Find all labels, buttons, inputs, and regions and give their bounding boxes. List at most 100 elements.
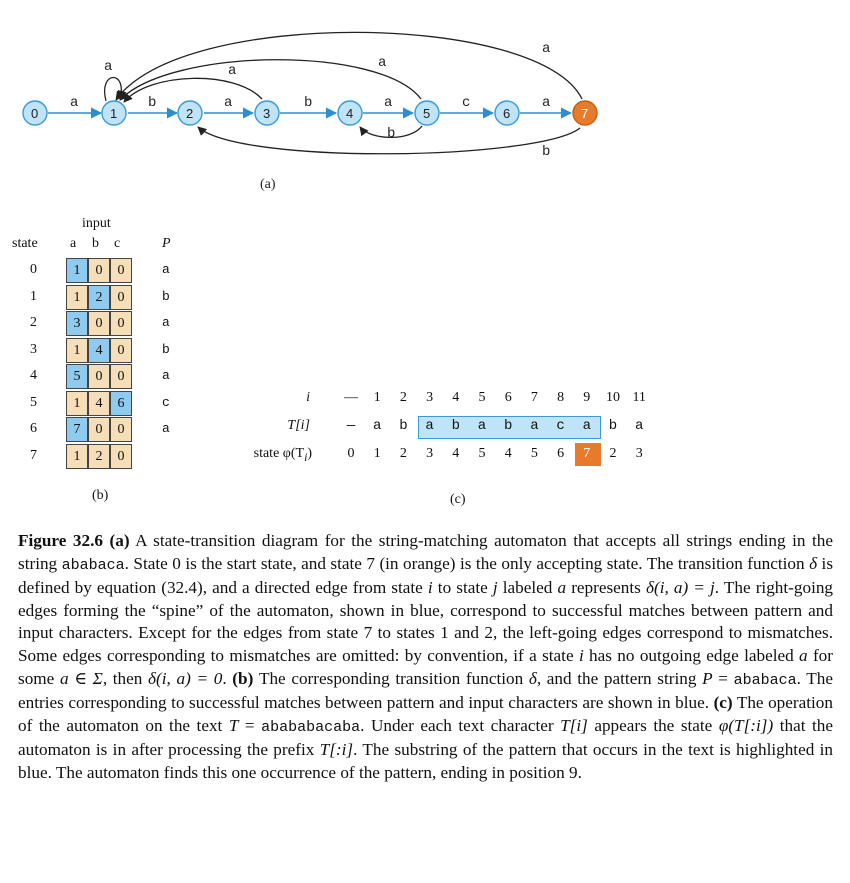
edge-7-2: [197, 126, 581, 155]
panel-c-label: (c): [450, 492, 466, 507]
spine-label-0: a: [70, 95, 78, 111]
transition-cell-c: 0: [110, 337, 132, 363]
pattern-char: c: [162, 394, 170, 410]
caption-figure-number: Figure 32.6 (a): [18, 531, 130, 550]
index-cell: 11: [632, 390, 646, 405]
transition-cell-a: 1: [66, 258, 88, 283]
index-cell: —: [344, 390, 358, 405]
state-0-node: 0: [22, 100, 48, 126]
figure-caption: Figure 32.6 (a) A state-transition diagr…: [18, 531, 834, 782]
text-char-cell: b: [451, 418, 460, 434]
state-transition-diagram: a b a b a c a a a a a b b 0 1 2 3 4 5 6: [22, 31, 598, 192]
index-cell: 2: [399, 390, 407, 405]
spine-label-2: a: [224, 95, 232, 111]
state-cell: 2: [609, 446, 617, 461]
transition-cell-c: 0: [110, 311, 132, 336]
index-cell: 7: [530, 390, 538, 405]
state-row-label: state φ(Ti): [253, 446, 312, 464]
edge-5-1-label: a: [378, 55, 386, 71]
row-state: 7: [30, 447, 37, 463]
index-cell: 3: [426, 390, 434, 405]
row-state: 3: [30, 341, 37, 357]
state-cell: 3: [426, 446, 434, 461]
text-char-cell: c: [556, 418, 565, 434]
edge-7-1-label: a: [542, 41, 550, 57]
transition-cell-c: 0: [110, 364, 132, 389]
transition-cell-c: 0: [110, 417, 132, 442]
transition-cell-a: 1: [66, 443, 88, 469]
self-loop-1: [104, 76, 127, 102]
char-c-header: c: [114, 236, 121, 251]
transition-cell-b: 0: [88, 311, 110, 336]
transition-cell-b: 0: [88, 364, 110, 389]
pattern-char: a: [162, 368, 170, 383]
input-header: input: [82, 216, 111, 231]
panel-a-label: (a): [260, 177, 276, 192]
transition-cell-c: 0: [110, 284, 132, 310]
self-loop-label: a: [104, 59, 112, 75]
transition-cell-a: 5: [66, 364, 88, 389]
transition-cell-b: 4: [88, 390, 110, 416]
text-char-cell: b: [399, 418, 408, 434]
transition-cell-b: 2: [88, 443, 110, 469]
row-state: 2: [30, 315, 37, 330]
transition-cell-c: 6: [110, 390, 132, 416]
pattern-char: b: [162, 288, 170, 304]
text-char-cell: a: [634, 418, 644, 434]
svg-text:3: 3: [263, 106, 270, 121]
transition-cell-b: 4: [88, 337, 110, 363]
edge-5-4-label: b: [387, 126, 395, 142]
state-cell: 4: [452, 446, 460, 461]
svg-text:0: 0: [31, 106, 38, 121]
index-cell: 4: [452, 390, 460, 405]
transition-cell-b: 0: [88, 417, 110, 442]
edge-5-4: [359, 125, 423, 138]
svg-text:7: 7: [581, 106, 588, 121]
edge-3-1: [123, 77, 263, 103]
index-cell: 5: [478, 390, 486, 405]
transition-cell-b: 2: [88, 284, 110, 310]
svg-text:5: 5: [423, 106, 430, 121]
index-cell: 9: [583, 390, 591, 405]
transition-cell-c: 0: [110, 258, 132, 283]
text-char-cell: a: [530, 418, 539, 434]
edge-7-1: [115, 31, 583, 101]
spine-label-4: a: [384, 95, 392, 111]
text-row-label: T[i]: [287, 418, 310, 433]
char-b-header: b: [92, 236, 99, 251]
state-cell: 4: [504, 446, 512, 461]
pattern-char: b: [162, 341, 170, 357]
spine-label-1: b: [148, 95, 156, 111]
state-2-node: 2: [177, 100, 203, 126]
text-char-cell: b: [503, 418, 513, 434]
text-char-cell: a: [477, 418, 487, 434]
row-state: 6: [30, 421, 37, 436]
row-state: 0: [30, 262, 37, 277]
svg-text:2: 2: [186, 106, 193, 121]
pattern-char: a: [162, 262, 170, 277]
row-state: 4: [30, 368, 37, 383]
text-char-cell: a: [425, 418, 434, 434]
index-cell: 10: [606, 390, 620, 405]
char-a-header: a: [70, 236, 77, 251]
text-char-cell: a: [582, 418, 591, 434]
transition-cell-a: 1: [66, 390, 88, 416]
state-5-node: 5: [414, 100, 440, 126]
edge-3-1-label: a: [228, 63, 236, 79]
state-1-node: 1: [101, 100, 127, 126]
edge-7-2-label: b: [542, 144, 550, 160]
state-6-node: 6: [494, 100, 520, 126]
transition-cell-a: 1: [66, 337, 88, 363]
index-cell: 8: [557, 390, 565, 405]
state-cell: 1: [373, 446, 381, 461]
transition-cell-c: 0: [110, 443, 132, 469]
state-header: state: [12, 236, 38, 251]
state-3-node: 3: [254, 100, 280, 126]
pattern-occurrence-highlight: [417, 416, 601, 439]
state-cell: 3: [635, 446, 643, 461]
text-char-cell: a: [372, 418, 382, 434]
state-cell: 0: [347, 446, 355, 461]
text-char-cell: b: [608, 418, 618, 434]
text-char-cell: —: [346, 418, 356, 434]
